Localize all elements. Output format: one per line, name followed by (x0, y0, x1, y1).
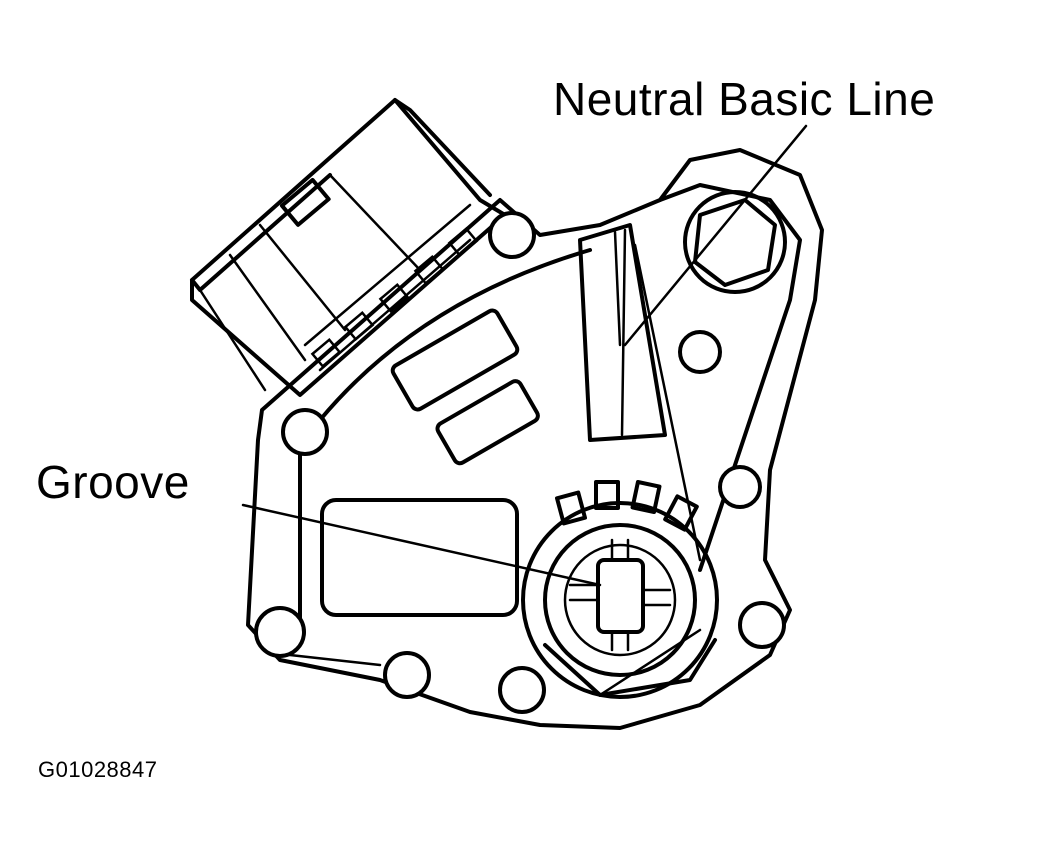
shaft-assembly (521, 479, 719, 699)
neutral-basic-line-label: Neutral Basic Line (553, 73, 936, 125)
groove-label: Groove (36, 456, 190, 508)
figure-id-label: G01028847 (38, 757, 158, 782)
mounting-holes (254, 211, 786, 714)
leader-lines (241, 124, 808, 587)
connector-block (190, 98, 507, 397)
